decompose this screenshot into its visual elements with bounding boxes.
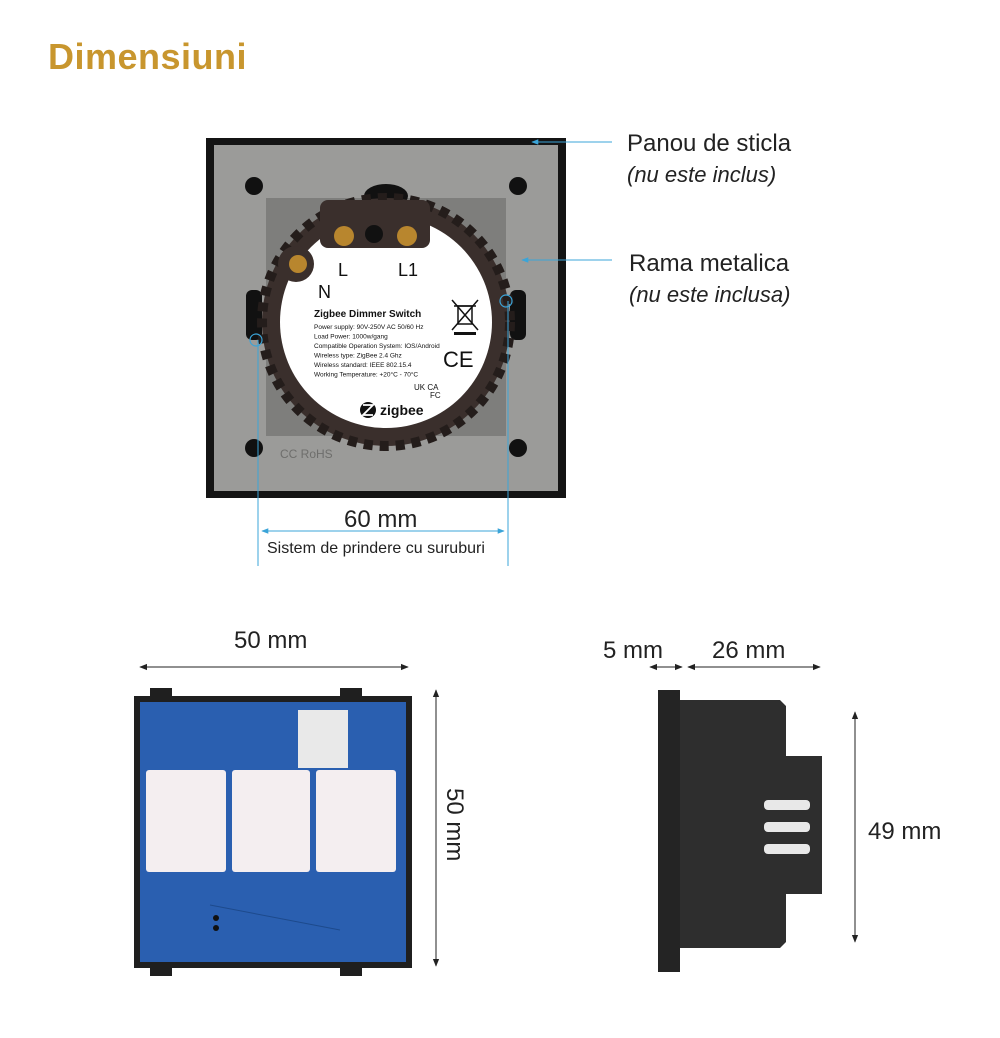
terminal-l: L: [338, 260, 348, 280]
product-label-spec-line: Wireless type: ZigBee 2.4 Ghz: [314, 353, 402, 360]
terminal-l1-screw: [397, 226, 417, 246]
ukca-mark: UK CA: [414, 383, 439, 392]
module-label-disc: [280, 216, 492, 428]
side-body-shape: [680, 700, 822, 948]
terminal-l1: L1: [398, 260, 418, 280]
metal-frame-label: Rama metalica: [629, 250, 790, 277]
page-title: Dimensiuni: [48, 36, 248, 77]
switch-contact-pad: [146, 770, 226, 872]
product-label-spec-line: Load Power: 1000w/gang: [314, 334, 388, 341]
front-width-label: 50 mm: [234, 627, 308, 654]
frame-hole: [245, 177, 263, 195]
terminal-n: N: [318, 282, 331, 302]
glass-panel-label: Panou de sticla: [627, 130, 792, 157]
product-label-spec-line: Power supply: 90V-250V AC 50/60 Hz: [314, 324, 423, 331]
weee-bin-icon: [451, 299, 479, 335]
screw-spacing-caption: Sistem de prindere cu suruburi: [267, 540, 485, 557]
product-label-specs: Power supply: 90V-250V AC 50/60 Hz Load P…: [314, 324, 440, 379]
product-label-spec-line: Wireless standard: IEEE 802.15.4: [314, 362, 412, 369]
ce-mark: CE: [443, 347, 474, 372]
frame-hole: [509, 439, 527, 457]
fc-mark: FC: [430, 391, 441, 400]
front-view: [134, 688, 412, 976]
zigbee-brand: zigbee: [380, 402, 424, 418]
frame-hole: [509, 177, 527, 195]
switch-contact-pad: [316, 770, 396, 872]
terminal-l-screw: [334, 226, 354, 246]
side-height-label: 49 mm: [868, 818, 942, 845]
side-front-plate: [658, 690, 680, 972]
terminal-n-screw: [289, 255, 307, 273]
product-label-spec-line: Working Temperature: +20°C - 70°C: [314, 371, 418, 379]
back-view: CC RoHS L L1 N Zigbee Dimmer Switch Powe…: [206, 138, 566, 498]
product-label-heading: Zigbee Dimmer Switch: [314, 309, 421, 320]
side-depth-body-label: 26 mm: [712, 637, 786, 664]
switch-contact-pad: [232, 770, 310, 872]
side-depth-front-label: 5 mm: [603, 637, 663, 664]
product-label-spec-line: Compatible Operation System: IOS/Android: [314, 343, 440, 350]
glass-panel-note: (nu este inclus): [627, 162, 777, 187]
frame-marks: CC RoHS: [280, 447, 333, 461]
frame-hole: [245, 439, 263, 457]
side-view: [658, 690, 822, 972]
metal-frame-note: (nu este inclusa): [629, 282, 791, 307]
